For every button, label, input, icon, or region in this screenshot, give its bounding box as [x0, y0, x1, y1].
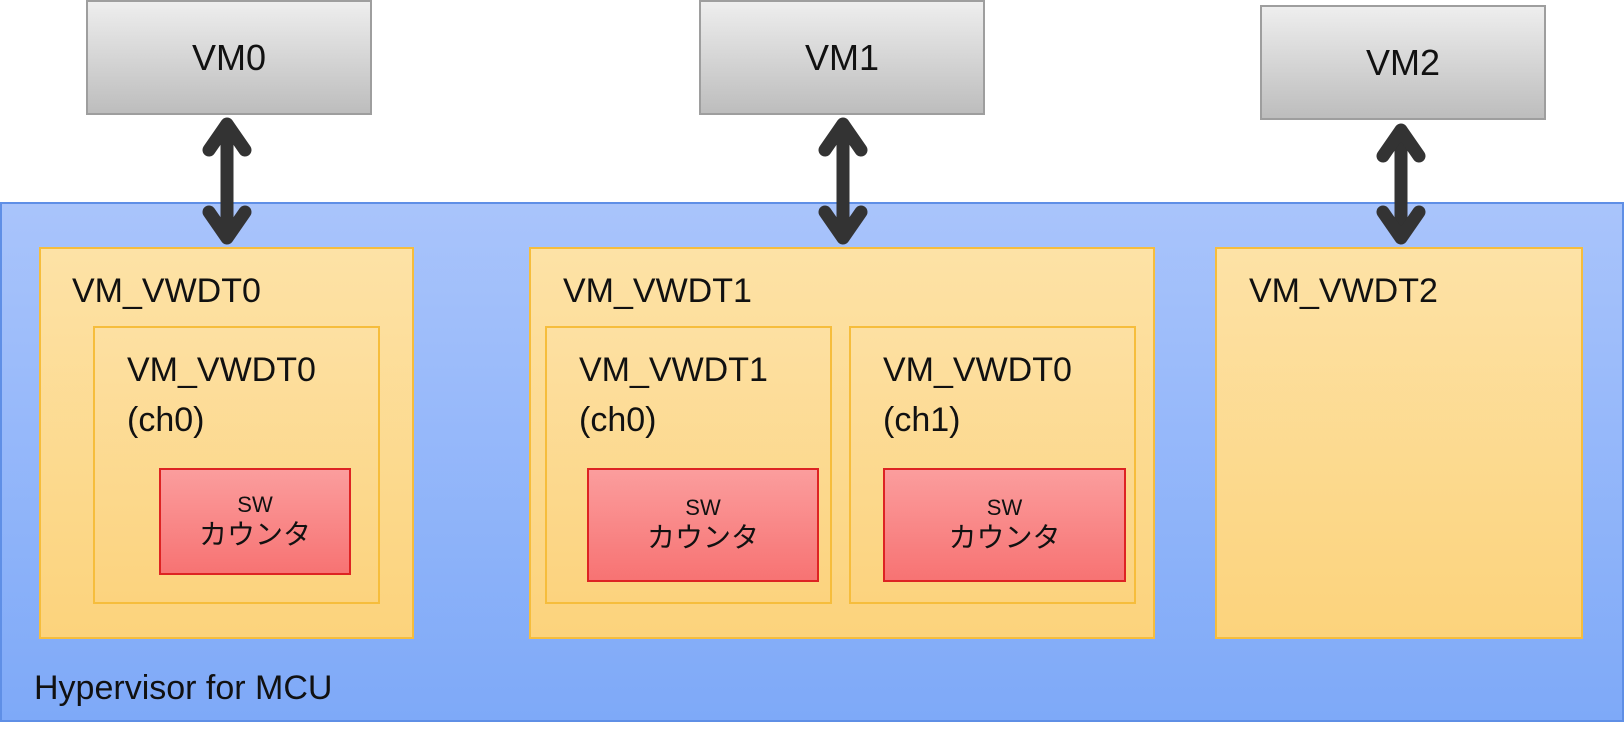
- sw-counter-line1: SW: [237, 491, 273, 517]
- vwdt0-ch0-channel: (ch0): [127, 401, 205, 439]
- vm2-label: VM2: [1365, 41, 1441, 83]
- sw-counter-line1: SW: [685, 495, 721, 520]
- vm2-box: VM2: [1260, 5, 1546, 120]
- sw-counter-line2: カウンタ: [198, 517, 311, 551]
- vm2-vwdt2-arrow: [1376, 123, 1426, 245]
- vwdt1-ch0-channel: (ch0): [579, 401, 657, 439]
- vm1-box: VM1: [699, 0, 985, 115]
- vwdt0-ch0-name: VM_VWDT0: [127, 351, 316, 389]
- vwdt0-title: VM_VWDT0: [72, 272, 261, 310]
- vwdt1-ch0-sw-counter: SW カウンタ: [587, 468, 819, 582]
- vwdt1-ch0-name: VM_VWDT1: [579, 351, 768, 389]
- vwdt1-ch1-name: VM_VWDT0: [883, 351, 1072, 389]
- vwdt2-title: VM_VWDT2: [1249, 272, 1438, 310]
- sw-counter-line2: カウンタ: [646, 521, 759, 554]
- vm1-label: VM1: [804, 36, 880, 78]
- vm1-vwdt1-arrow: [818, 117, 868, 245]
- vm0-box: VM0: [86, 0, 372, 115]
- vwdt0-ch0-sw-counter: SW カウンタ: [159, 468, 351, 575]
- vm0-label: VM0: [191, 36, 267, 78]
- vwdt1-ch1-channel: (ch1): [883, 401, 961, 439]
- vm0-vwdt0-arrow: [202, 117, 252, 245]
- sw-counter-line2: カウンタ: [948, 521, 1061, 554]
- hypervisor-label: Hypervisor for MCU: [34, 669, 333, 707]
- vwdt1-ch1-sw-counter: SW カウンタ: [883, 468, 1126, 582]
- vwdt2-box: [1215, 247, 1583, 639]
- sw-counter-line1: SW: [986, 495, 1023, 520]
- vwdt1-title: VM_VWDT1: [563, 272, 752, 310]
